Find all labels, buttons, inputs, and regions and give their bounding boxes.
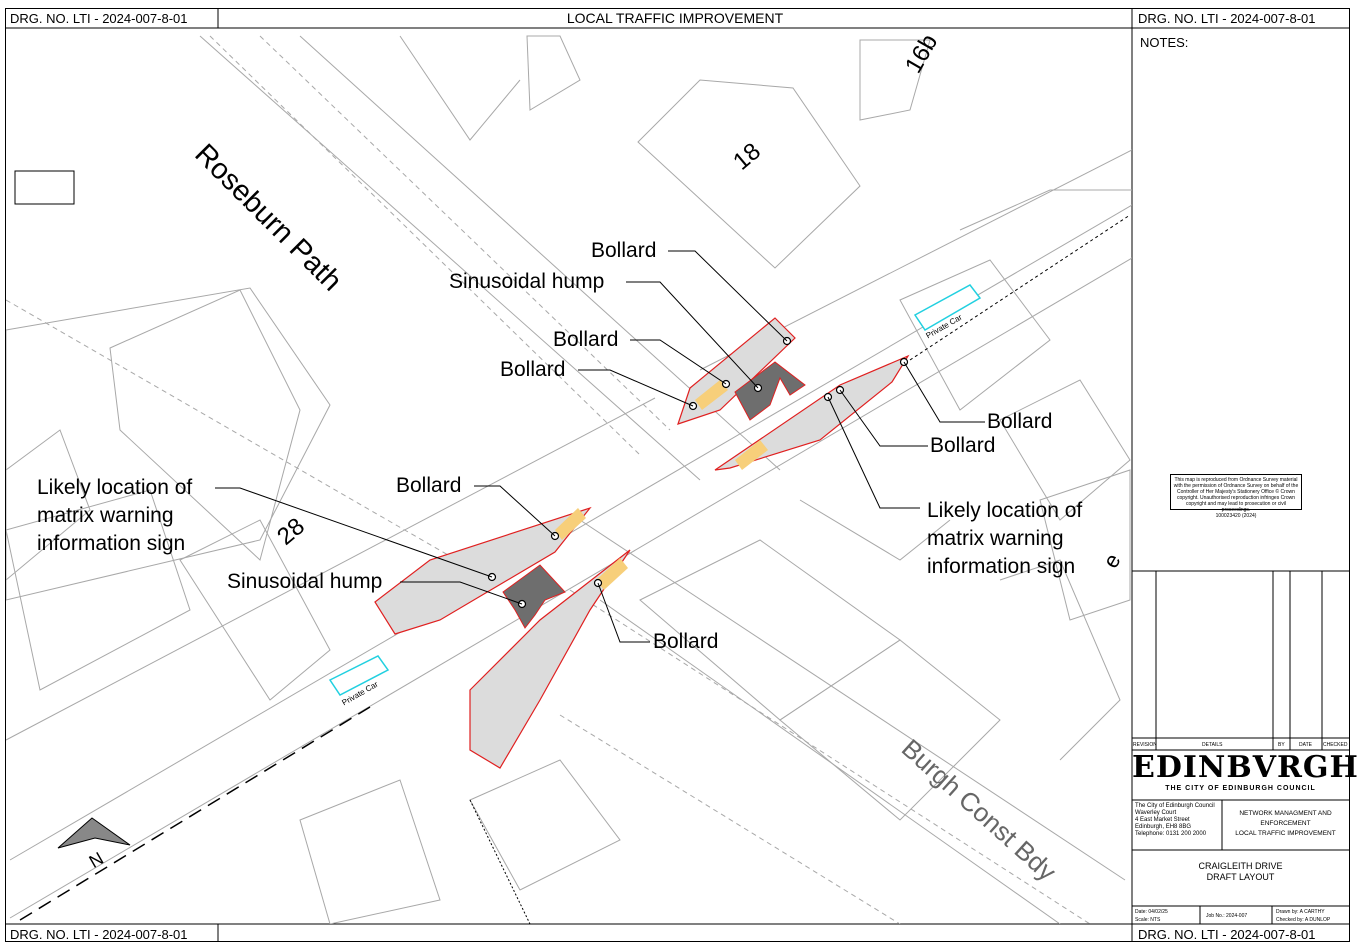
- label-bollard-5: Bollard: [930, 434, 996, 457]
- date-field: Date: 04/02/25: [1135, 909, 1168, 915]
- title-block: NOTES: This map is reproduced from Ordna…: [1132, 28, 1358, 924]
- notes-label: NOTES:: [1140, 35, 1189, 50]
- label-bollard-3: Bollard: [500, 358, 566, 381]
- island-sw-1: [374, 506, 592, 635]
- island-ne-2: [714, 354, 910, 471]
- label-bollard-6: Bollard: [396, 474, 462, 497]
- rev-header-date: DATE: [1299, 742, 1312, 748]
- leader-lines: [215, 250, 985, 643]
- island-sw-2: [469, 549, 631, 769]
- label-bollard-2: Bollard: [553, 328, 619, 351]
- private-cars: [328, 284, 982, 696]
- department: NETWORK MANAGMENT AND ENFORCEMENT LOCAL …: [1235, 810, 1336, 837]
- sinusoidal-hump-ne: [734, 361, 806, 421]
- project-title: CRAIGLEITH DRIVE DRAFT LAYOUT: [1198, 861, 1283, 882]
- drawing-number-top-right: DRG. NO. LTI - 2024-007-8-01: [1138, 11, 1316, 26]
- council-logo: EDINBVRGH THE CITY OF EDINBURGH COUNCIL: [1132, 750, 1358, 793]
- drawing-number-bottom-right: DRG. NO. LTI - 2024-007-8-01: [1138, 927, 1316, 942]
- label-matrix-sign-sw: Likely location of matrix warning inform…: [37, 476, 193, 555]
- job-field: Job No.: 2024-007: [1206, 913, 1248, 919]
- label-bollard-4: Bollard: [987, 410, 1053, 433]
- rev-header-checked: CHECKED: [1323, 742, 1348, 748]
- council-address: The City of Edinburgh Council Waverley C…: [1135, 803, 1215, 837]
- rev-header-revision: REVISION: [1133, 742, 1157, 748]
- checked-field: Checked by: A DUNLOP: [1276, 917, 1331, 923]
- drawn-field: Drawn by: A CARTHY: [1276, 909, 1325, 915]
- copyright-box: This map is reproduced from Ordnance Sur…: [1170, 474, 1302, 519]
- legend-box: [14, 170, 75, 205]
- drawing-title: LOCAL TRAFFIC IMPROVEMENT: [566, 10, 784, 26]
- map-viewport[interactable]: Roseburn Path Burgh Const Bdy 18 28 16b …: [6, 28, 1132, 924]
- traffic-islands: [374, 317, 910, 769]
- base-map-lines: [6, 35, 1132, 924]
- scale-field: Scale: NTS: [1135, 917, 1161, 923]
- drawing-number-top-left: DRG. NO. LTI - 2024-007-8-01: [10, 11, 188, 26]
- north-arrow-icon: [57, 817, 131, 849]
- map-drawing: [6, 35, 1132, 924]
- tactile-paving: [555, 380, 768, 590]
- rev-header-by: BY: [1278, 742, 1285, 748]
- sinusoidal-hump-sw: [502, 564, 566, 629]
- title-block-grid: [1132, 570, 1349, 924]
- label-hump-ne: Sinusoidal hump: [449, 270, 605, 293]
- label-hump-sw: Sinusoidal hump: [227, 570, 383, 593]
- label-matrix-sign-ne: Likely location of matrix warning inform…: [927, 499, 1083, 578]
- rev-header-details: DETAILS: [1202, 742, 1223, 748]
- drawing-number-bottom-left: DRG. NO. LTI - 2024-007-8-01: [10, 927, 188, 942]
- label-bollard-1: Bollard: [591, 239, 657, 262]
- label-bollard-7: Bollard: [653, 630, 719, 653]
